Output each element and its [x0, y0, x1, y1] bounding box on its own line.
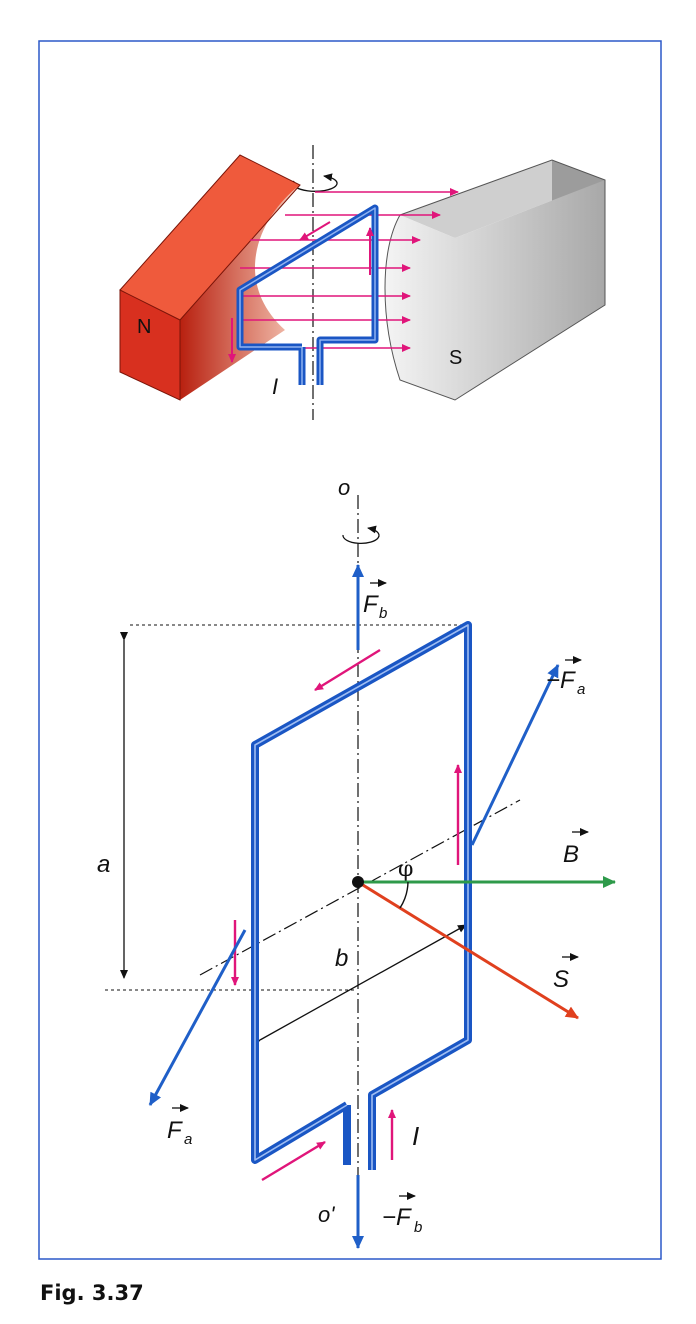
svg-text:b: b	[379, 605, 387, 622]
label-fa: F a	[167, 1104, 192, 1148]
width-label: b	[335, 945, 348, 972]
north-label: N	[137, 316, 151, 338]
svg-text:a: a	[577, 681, 585, 698]
svg-text:F: F	[167, 1117, 183, 1144]
svg-text:−F: −F	[546, 667, 576, 694]
force-neg-fa-arrow	[470, 664, 560, 846]
height-label: a	[97, 851, 110, 878]
label-b: B	[563, 828, 589, 868]
loop-current-arrows	[231, 648, 462, 1182]
figure-caption: Fig. 3.37	[40, 1281, 144, 1305]
small-coil-current-label: I	[272, 374, 278, 399]
small-coil-current-arrows	[228, 221, 374, 363]
south-pole	[384, 159, 606, 401]
angle-arc	[399, 881, 409, 909]
large-loop	[251, 621, 472, 1170]
label-neg-fa: −F a	[546, 656, 585, 698]
label-s: S	[553, 953, 579, 993]
top-rotation-arrow	[292, 173, 338, 192]
figure-frame	[38, 40, 662, 1260]
angle-label: φ	[398, 857, 413, 882]
svg-text:b: b	[414, 1219, 422, 1236]
loop-diagram: o o' a b I	[97, 475, 616, 1249]
svg-text:S: S	[553, 966, 569, 993]
loop-center-point	[352, 876, 364, 888]
magnet-diagram: N S I	[119, 145, 606, 420]
loop-rotation-arrow	[342, 525, 380, 544]
svg-text:a: a	[184, 1131, 192, 1148]
svg-text:F: F	[363, 591, 379, 618]
normal-s-arrow	[357, 880, 579, 1020]
north-pole	[119, 154, 301, 401]
force-fa-arrow	[148, 929, 247, 1106]
axis-top-label: o	[338, 475, 350, 500]
loop-current-label: I	[412, 1121, 419, 1151]
dimension-b	[251, 924, 467, 1048]
south-label: S	[449, 347, 462, 369]
label-neg-fb: −F b	[382, 1192, 422, 1236]
svg-text:B: B	[563, 841, 579, 868]
svg-text:−F: −F	[382, 1204, 412, 1231]
label-fb: F b	[363, 579, 387, 622]
axis-bottom-label: o'	[318, 1202, 335, 1227]
